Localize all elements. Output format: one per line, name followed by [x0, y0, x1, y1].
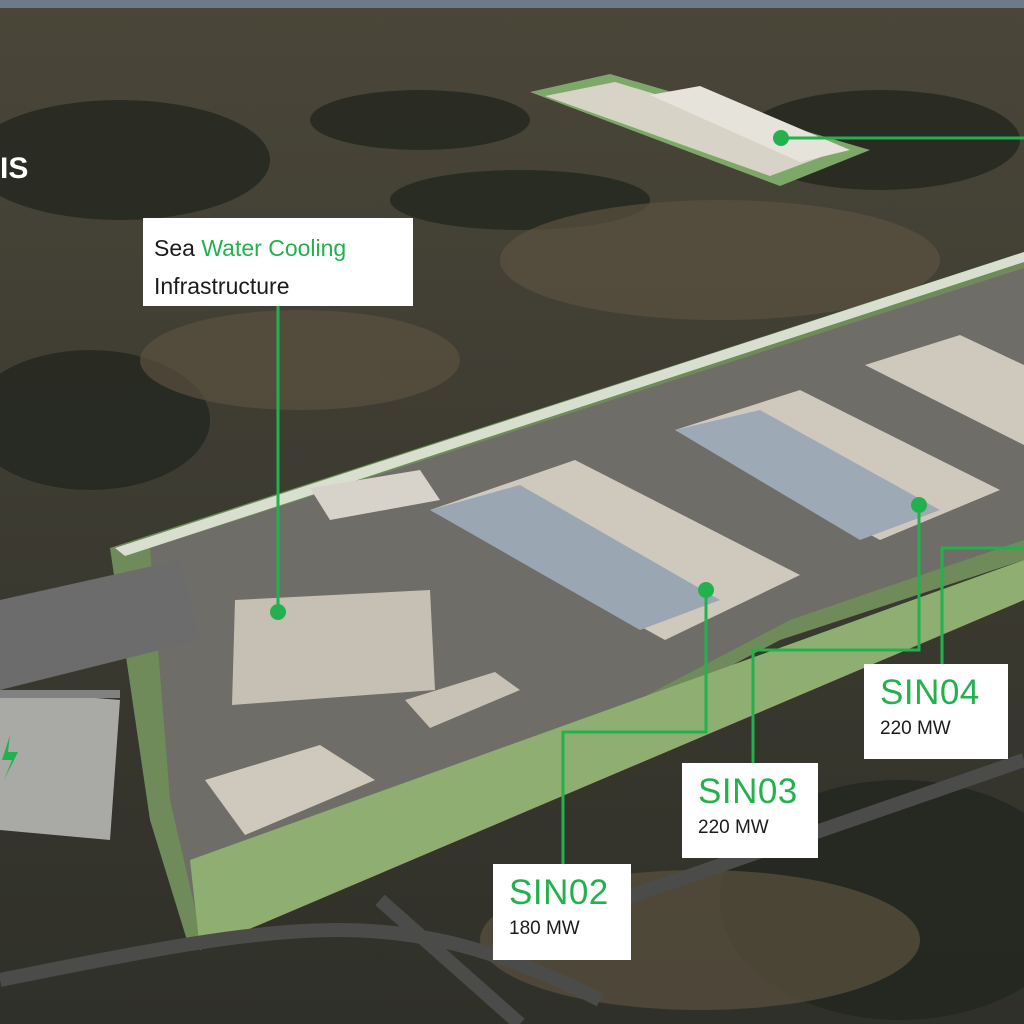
- sin02-label: SIN02 180 MW: [493, 864, 631, 960]
- sea-word: Sea: [154, 235, 195, 261]
- horizon-strip: [0, 0, 1024, 8]
- sin04-label: SIN04 220 MW: [864, 664, 1008, 759]
- neighbour-facility: [0, 560, 200, 840]
- sin03-code: SIN03: [698, 772, 798, 811]
- sin04-code: SIN04: [880, 673, 980, 712]
- sin02-capacity: 180 MW: [509, 918, 580, 939]
- callout-markers: [270, 130, 927, 620]
- sin03-label: SIN03 220 MW: [682, 763, 818, 858]
- infrastructure-word: Infrastructure: [154, 273, 290, 299]
- bolt-icon: [2, 735, 18, 780]
- water-cooling-word: Water Cooling: [201, 235, 347, 261]
- sin03-capacity: 220 MW: [698, 817, 769, 838]
- sin02-code: SIN02: [509, 873, 609, 912]
- truncated-heading-text: IS: [0, 152, 29, 185]
- sin04-capacity: 220 MW: [880, 718, 951, 739]
- roads: [0, 753, 1024, 1024]
- callout-connectors: [276, 136, 1024, 864]
- sea-water-cooling-label: Sea Water Cooling Infrastructure: [143, 218, 413, 306]
- sea-water-cooling-line1: Sea Water Cooling: [154, 229, 413, 267]
- remote-facility: [530, 74, 870, 186]
- field-patches: [140, 200, 940, 1010]
